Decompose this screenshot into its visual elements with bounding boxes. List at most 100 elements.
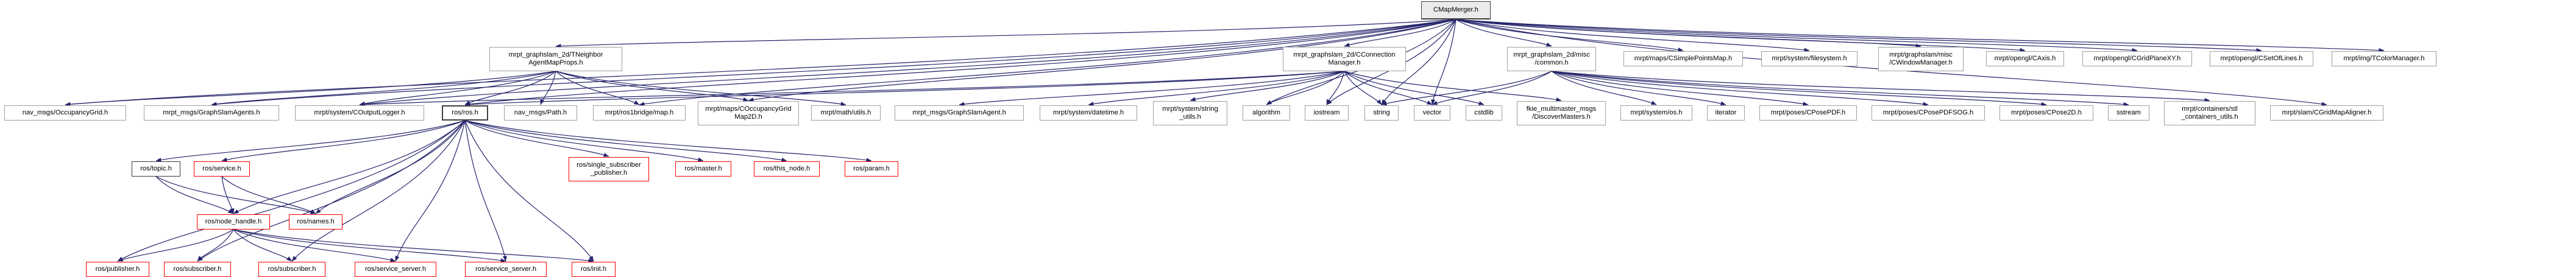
graph-node-n7[interactable]: mrpt/opengl/CAxis.h [1986, 51, 2064, 66]
graph-edge [155, 176, 234, 214]
graph-edge [1455, 19, 1921, 48]
graph-edge [359, 71, 1345, 107]
graph-edge [211, 19, 1457, 107]
graph-edge [117, 229, 234, 262]
graph-node-n22[interactable]: algorithm [1243, 105, 1290, 121]
graph-node-n32[interactable]: mrpt/poses/CPose2D.h [1999, 105, 2093, 121]
graph-node-n12[interactable]: mrpt_msgs/GraphSlamAgents.h [144, 105, 279, 121]
graph-node-n27[interactable]: fkie_multimaster_msgs /DiscoverMasters.h [1517, 101, 1606, 125]
graph-edge [1551, 71, 1929, 107]
graph-edge [1344, 71, 1433, 105]
graph-edge [1551, 71, 1809, 106]
graph-edge [1344, 19, 1457, 47]
graph-node-n31[interactable]: mrpt/poses/CPosePDFSOG.h [1872, 105, 1985, 121]
graph-node-n39[interactable]: ros/master.h [675, 161, 731, 177]
graph-edge [464, 71, 1345, 107]
graph-node-n4[interactable]: mrpt/maps/CSimplePointsMap.h [1623, 51, 1743, 66]
graph-node-n37[interactable]: ros/service.h [194, 161, 250, 177]
graph-node-n38[interactable]: ros/single_subscriber _publisher.h [569, 157, 649, 181]
graph-edge [1455, 19, 2385, 53]
graph-node-n28[interactable]: mrpt/system/os.h [1620, 105, 1692, 121]
graph-node-n6[interactable]: mrpt/graphslam/misc /CWindowManager.h [1878, 47, 1964, 71]
graph-edge [359, 71, 556, 106]
graph-node-n20[interactable]: mrpt/system/datetime.h [1040, 105, 1137, 121]
graph-edge [1344, 71, 1562, 102]
graph-node-n30[interactable]: mrpt/poses/CPosePDF.h [1759, 105, 1857, 121]
graph-node-n40[interactable]: ros/this_node.h [754, 161, 820, 177]
graph-edge [221, 176, 316, 214]
graph-edge [233, 229, 396, 262]
graph-node-n23[interactable]: iostream [1305, 105, 1349, 121]
graph-node-n0[interactable]: CMapMerger.h [1421, 1, 1491, 19]
graph-edge [464, 120, 594, 262]
graph-edge [315, 120, 466, 214]
graph-node-n34[interactable]: mrpt/containers/stl _containers_utils.h [2164, 101, 2255, 125]
graph-node-n3[interactable]: mrpt_graphslam_2d/misc /common.h [1507, 47, 1596, 71]
graph-edge [464, 120, 704, 162]
graph-node-n11[interactable]: nav_msgs/OccupancyGrid.h [4, 105, 126, 121]
graph-node-n16[interactable]: mrpt/ros1bridge/map.h [593, 105, 686, 121]
graph-edge [1344, 71, 1485, 105]
graph-edge [117, 120, 466, 262]
graph-node-n1[interactable]: mrpt_graphslam_2d/TNeighbor AgentMapProp… [489, 47, 622, 71]
graph-node-n25[interactable]: vector [1414, 105, 1450, 121]
graph-node-n13[interactable]: mrpt/system/COutputLogger.h [295, 105, 424, 121]
graph-edge [1551, 71, 2129, 107]
graph-edge [1455, 19, 2026, 52]
graph-edge [1551, 71, 2210, 102]
graph-edge [555, 71, 640, 105]
graph-edge [464, 120, 507, 262]
graph-node-n26[interactable]: cstdlib [1466, 105, 1502, 121]
graph-node-n43[interactable]: ros/names.h [289, 214, 342, 230]
graph-edge [1455, 19, 1552, 47]
graph-edge [464, 120, 787, 163]
graph-node-n14[interactable]: ros/ros.h [442, 105, 488, 121]
graph-edge [555, 19, 1457, 49]
graph-edge [1551, 71, 2047, 107]
graph-node-n21[interactable]: mrpt/system/string _utils.h [1153, 101, 1227, 125]
graph-node-n17[interactable]: mrpt/maps/COccupancyGrid Map2D.h [698, 101, 799, 125]
graph-node-n15[interactable]: nav_msgs/Path.h [504, 105, 577, 121]
graph-edge [233, 229, 506, 263]
graph-edge [233, 229, 293, 262]
graph-node-n42[interactable]: ros/node_handle.h [197, 214, 270, 230]
graph-node-n35[interactable]: mrpt/slam/CGridMapAligner.h [2270, 105, 2383, 121]
graph-node-n2[interactable]: mrpt_graphslam_2d/CConnection Manager.h [1283, 47, 1406, 71]
graph-edge [65, 19, 1457, 107]
graph-node-n44[interactable]: ros/publisher.h [86, 262, 149, 277]
graph-node-n47[interactable]: ros/service_server.h [355, 262, 436, 277]
graph-node-n9[interactable]: mrpt/opengl/CSetOfLines.h [2210, 51, 2313, 66]
graph-node-n49[interactable]: ros/init.h [572, 262, 616, 277]
graph-node-n29[interactable]: iterator [1707, 105, 1745, 121]
graph-node-n8[interactable]: mrpt/opengl/CGridPlaneXY.h [2082, 51, 2192, 66]
graph-edge [1190, 71, 1345, 102]
graph-node-n46[interactable]: ros/subscriber.h [258, 262, 325, 277]
graph-edge [197, 120, 466, 262]
graph-edge [1455, 19, 1810, 52]
graph-edge [540, 71, 556, 105]
graph-edge [395, 120, 466, 262]
graph-edge [233, 120, 466, 214]
graph-edge [233, 229, 594, 263]
graph-edge [1455, 19, 1684, 52]
graph-node-n24[interactable]: string [1364, 105, 1399, 121]
graph-node-n5[interactable]: mrpt/system/filesystem.h [1761, 51, 1857, 66]
graph-node-n19[interactable]: mrpt_msgs/GraphSlamAgent.h [895, 105, 1024, 121]
graph-edge [155, 120, 466, 162]
graph-node-n18[interactable]: mrpt/math/utils.h [811, 105, 881, 121]
graph-edge [1432, 71, 1552, 105]
graph-edge [211, 71, 556, 107]
graph-node-n10[interactable]: mrpt/img/TColorManager.h [2332, 51, 2436, 66]
graph-edge [1551, 71, 1657, 105]
graph-edge [464, 71, 556, 105]
graph-node-n41[interactable]: ros/param.h [845, 161, 898, 177]
graph-edge [1455, 19, 2262, 53]
graph-node-n45[interactable]: ros/subscriber.h [164, 262, 231, 277]
graph-edge [555, 71, 846, 107]
graph-node-n33[interactable]: sstream [2108, 105, 2149, 121]
graph-node-n48[interactable]: ros/service_server.h [465, 262, 547, 277]
graph-edge [291, 120, 466, 262]
graph-node-n36[interactable]: ros/topic.h [132, 161, 180, 177]
